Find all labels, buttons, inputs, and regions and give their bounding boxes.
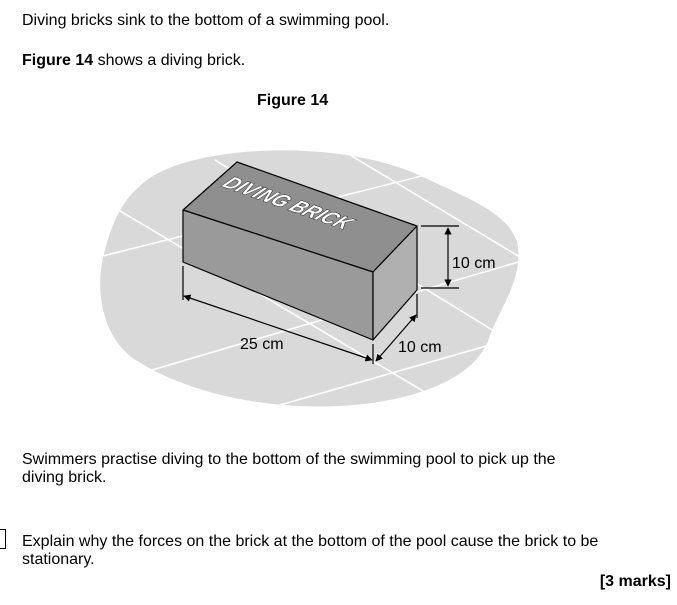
context-line-2: diving brick. — [22, 469, 107, 486]
figure-reference: Figure 14 shows a diving brick. — [22, 52, 245, 70]
intro-text: Diving bricks sink to the bottom of a sw… — [22, 12, 390, 29]
question-line-2: stationary. — [22, 551, 95, 568]
context-line-1: Swimmers practise diving to the bottom o… — [22, 451, 556, 468]
diving-brick-figure: DIVING BRICK 25 cm 10 cm 10 cm — [95, 140, 525, 410]
length-label: 25 cm — [240, 336, 284, 353]
length-dimension — [182, 266, 374, 364]
figure-title: Figure 14 — [257, 92, 329, 109]
marks-label: [3 marks] — [599, 573, 671, 590]
figure-reference-rest: shows a diving brick. — [93, 52, 246, 69]
depth-label: 10 cm — [398, 339, 442, 356]
figure-reference-bold: Figure 14 — [22, 52, 94, 69]
height-label: 10 cm — [452, 255, 496, 272]
depth-dimension — [375, 294, 418, 362]
brick-side-face — [372, 225, 418, 341]
question-margin-box — [0, 529, 6, 549]
question-line-1: Explain why the forces on the brick at t… — [22, 533, 599, 550]
height-dimension — [421, 225, 459, 289]
